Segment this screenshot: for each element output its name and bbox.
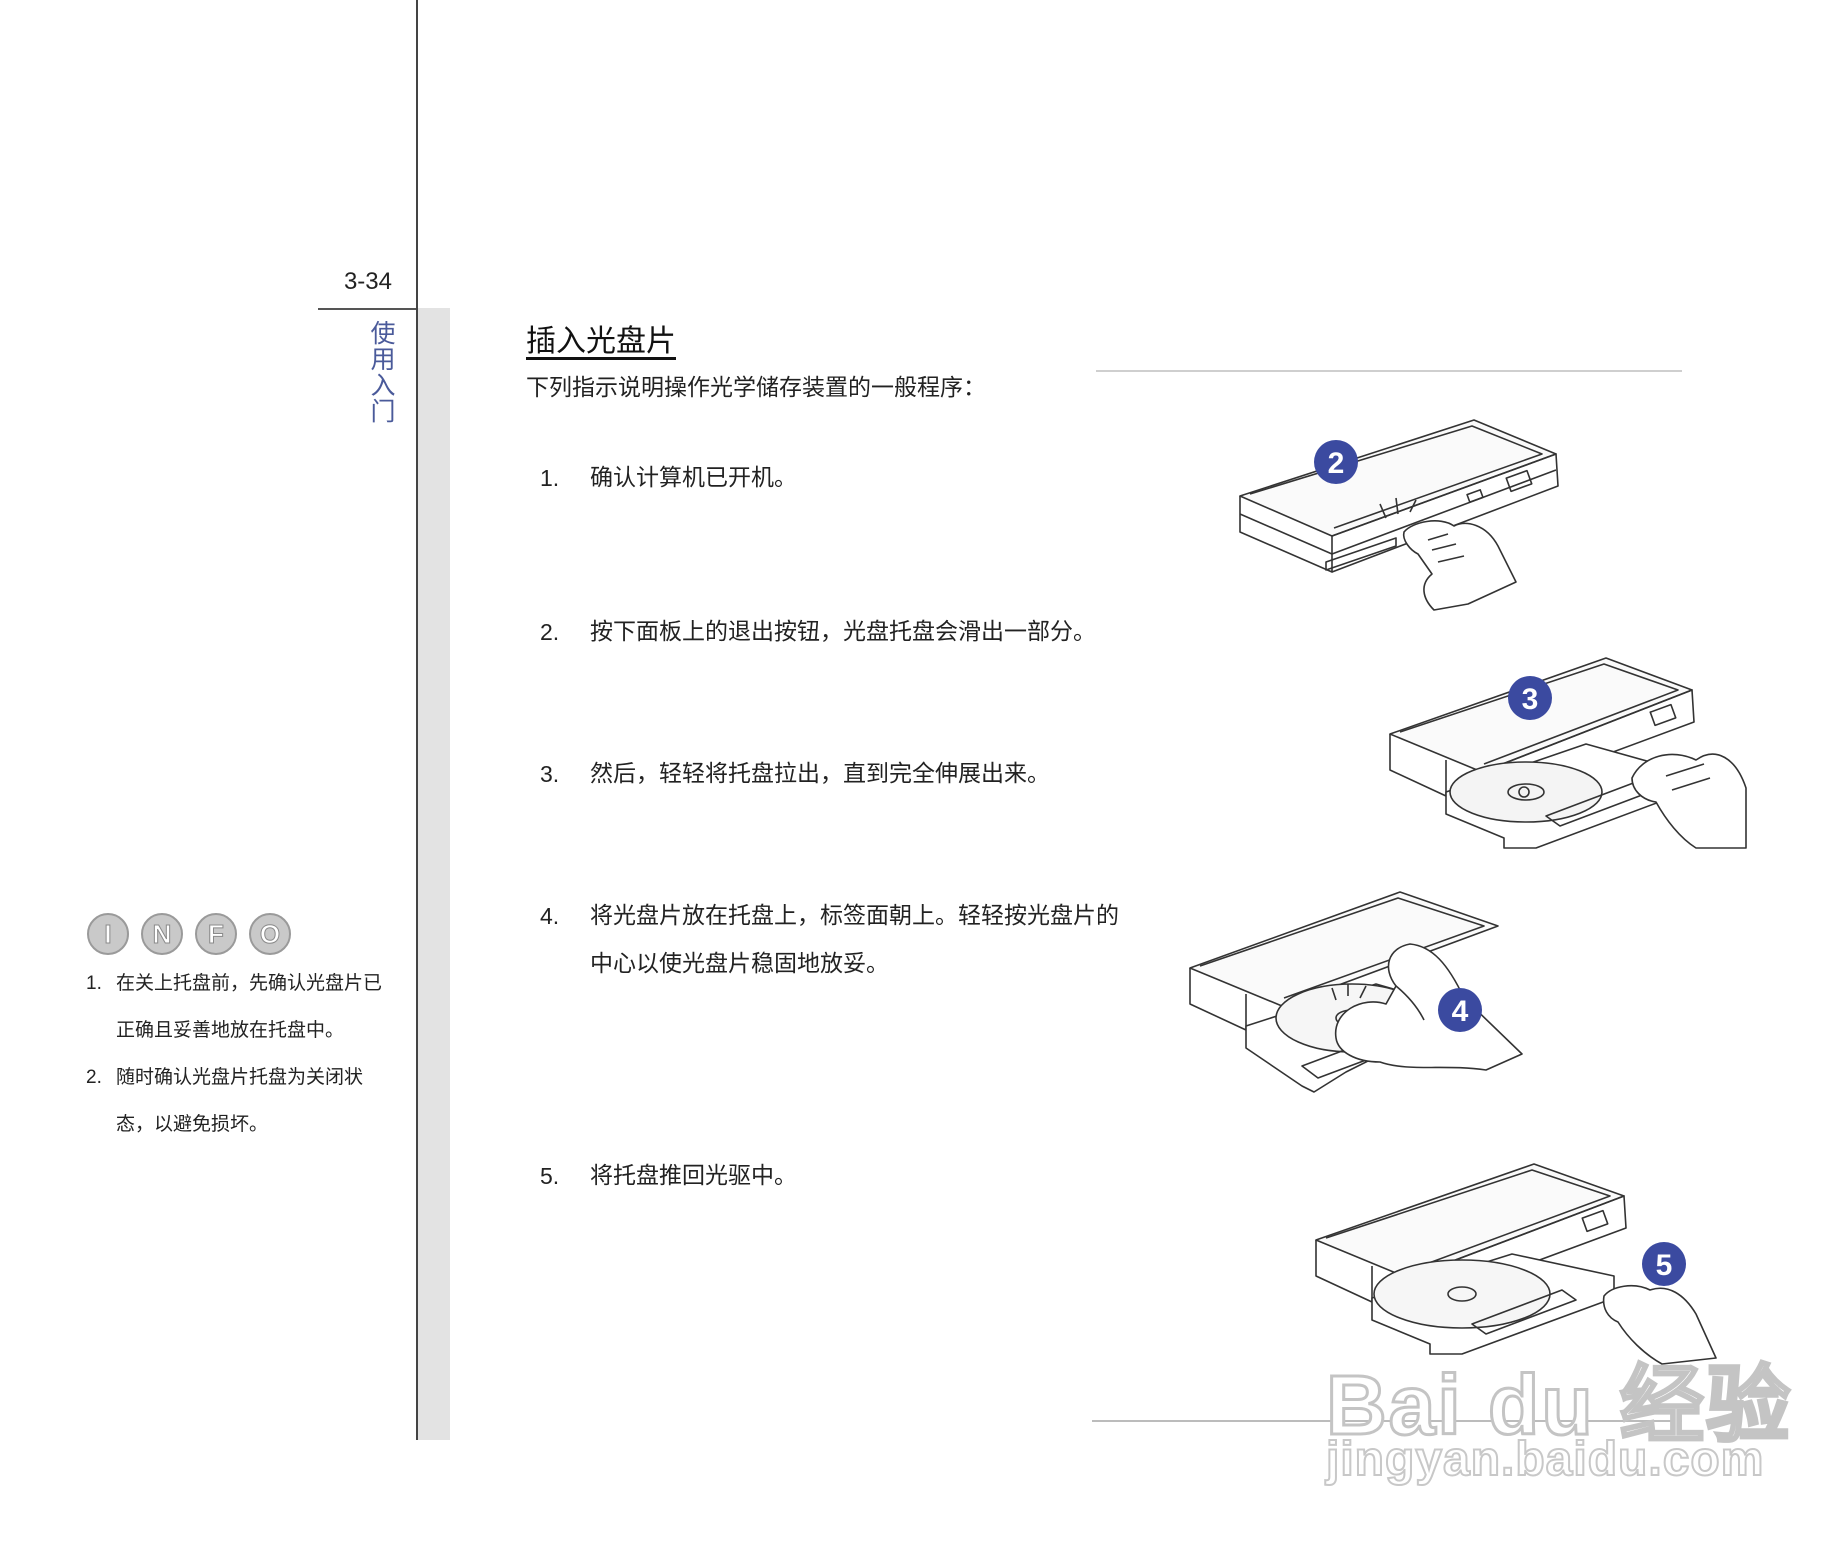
info-note-text: 在关上托盘前，先确认光盘片已正确且妥善地放在托盘中。 xyxy=(116,972,383,1041)
info-note-text: 随时确认光盘片托盘为关闭状态，以避免损坏。 xyxy=(116,1066,364,1135)
header-rule xyxy=(1096,370,1682,372)
step-text: 将光盘片放在托盘上，标签面朝上。轻轻按光盘片的中心以使光盘片稳固地放妥。 xyxy=(590,903,1119,977)
step-number: 1. xyxy=(540,465,560,491)
vertical-divider xyxy=(416,0,418,1440)
info-letter-i: I xyxy=(104,919,111,949)
laptop-tray-pull-illustration: 3 xyxy=(1389,657,1747,849)
info-letter-n: N xyxy=(153,919,172,949)
step-4: 4. 将光盘片放在托盘上，标签面朝上。轻轻按光盘片的中心以使光盘片稳固地放妥。 xyxy=(540,892,1130,988)
step-number: 3. xyxy=(540,761,560,787)
margin-band xyxy=(418,308,450,1440)
step-badge xyxy=(1314,440,1358,484)
info-logo: I N F O xyxy=(87,913,291,955)
step-badge xyxy=(1438,988,1482,1032)
watermark-url: jingyan.baidu.com xyxy=(1325,1432,1765,1487)
step-badge-label: 3 xyxy=(1522,683,1539,716)
step-number: 5. xyxy=(540,1163,560,1189)
step-badge-label: 5 xyxy=(1656,1249,1673,1282)
step-1: 1. 确认计算机已开机。 xyxy=(540,454,1100,502)
step-text: 将托盘推回光驱中。 xyxy=(590,1163,797,1189)
section-intro: 下列指示说明操作光学储存装置的一般程序： xyxy=(526,375,986,401)
step-3: 3. 然后，轻轻将托盘拉出，直到完全伸展出来。 xyxy=(540,750,1180,798)
info-note-number: 1. xyxy=(86,973,102,994)
page-number-rule xyxy=(318,308,416,310)
step-badge xyxy=(1642,1242,1686,1286)
info-letter-o: O xyxy=(260,919,280,949)
step-number: 4. xyxy=(540,903,560,929)
step-number: 2. xyxy=(540,619,560,645)
step-text: 确认计算机已开机。 xyxy=(590,465,797,491)
info-notes: 1. 在关上托盘前，先确认光盘片已正确且妥善地放在托盘中。 2. 随时确认光盘片… xyxy=(86,960,386,1148)
laptop-eject-button-illustration: 2 xyxy=(1239,419,1559,611)
chapter-title: 使用入门 xyxy=(367,320,396,424)
footer-rule xyxy=(1092,1420,1682,1422)
laptop-tray-push-illustration: 5 xyxy=(1315,1163,1717,1365)
info-letter-f: F xyxy=(208,919,224,949)
step-badge xyxy=(1508,676,1552,720)
laptop-disc-place-illustration: 4 xyxy=(1189,891,1523,1093)
page-number: 3-34 xyxy=(343,268,392,295)
step-2: 2. 按下面板上的退出按钮，光盘托盘会滑出一部分。 xyxy=(540,608,1180,656)
info-note-number: 2. xyxy=(86,1067,102,1088)
step-text: 按下面板上的退出按钮，光盘托盘会滑出一部分。 xyxy=(590,619,1096,645)
info-note: 1. 在关上托盘前，先确认光盘片已正确且妥善地放在托盘中。 xyxy=(86,960,386,1054)
info-note: 2. 随时确认光盘片托盘为关闭状态，以避免损坏。 xyxy=(86,1054,386,1148)
watermark-logo: Bai du 经验 xyxy=(1324,1357,1793,1454)
step-badge-label: 2 xyxy=(1328,447,1345,480)
step-text: 然后，轻轻将托盘拉出，直到完全伸展出来。 xyxy=(590,761,1050,787)
step-badge-label: 4 xyxy=(1452,995,1469,1028)
step-5: 5. 将托盘推回光驱中。 xyxy=(540,1152,1100,1200)
section-title: 插入光盘片 xyxy=(526,324,676,359)
